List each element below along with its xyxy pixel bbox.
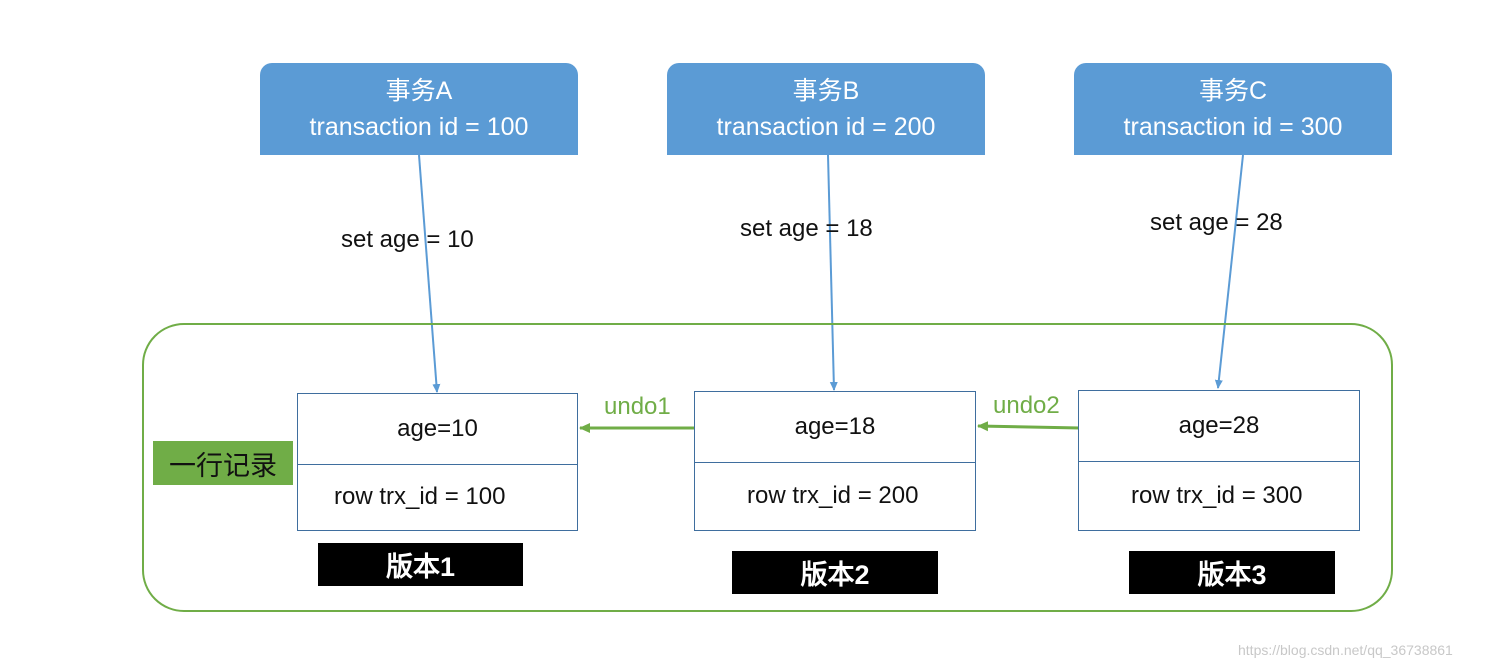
watermark: https://blog.csdn.net/qq_36738861: [1238, 642, 1453, 658]
transaction-c-id: transaction id = 300: [1123, 113, 1343, 141]
version2-label: 版本2: [732, 551, 938, 594]
record-version2: age=18 row trx_id = 200: [694, 391, 976, 531]
transaction-b-id: transaction id = 200: [716, 113, 936, 141]
set-age-c-label: set age = 28: [1150, 209, 1283, 236]
arrow-c-to-version3: [1214, 154, 1244, 389]
undo2-arrow: [977, 421, 1081, 432]
record-version3: age=28 row trx_id = 300: [1078, 390, 1360, 531]
record-version3-trx: row trx_id = 300: [1131, 481, 1303, 509]
record-version3-value: age=28: [1079, 391, 1359, 462]
transaction-c-name: 事务C: [1198, 77, 1268, 105]
version3-label: 版本3: [1129, 551, 1335, 594]
arrow-a-to-version1: [418, 154, 441, 393]
transaction-a-id: transaction id = 100: [309, 113, 529, 141]
transaction-b-name: 事务B: [792, 77, 860, 105]
transaction-a-name: 事务A: [385, 77, 453, 105]
arrow-b-to-version2: [827, 154, 838, 391]
record-version1-trx: row trx_id = 100: [334, 483, 506, 510]
transaction-a-box: 事务A transaction id = 100: [260, 63, 578, 155]
version1-label: 版本1: [318, 543, 523, 586]
record-version1: age=10 row trx_id = 100: [297, 393, 578, 531]
record-version2-trx: row trx_id = 200: [747, 482, 919, 509]
row-record-label: 一行记录: [153, 441, 293, 485]
set-age-a-label: set age = 10: [341, 226, 474, 253]
undo1-label: undo1: [604, 393, 671, 420]
record-version1-value: age=10: [298, 394, 577, 465]
transaction-b-box: 事务B transaction id = 200: [667, 63, 985, 155]
row-record-container: [142, 323, 1393, 612]
undo2-label: undo2: [993, 392, 1060, 419]
transaction-c-box: 事务C transaction id = 300: [1074, 63, 1392, 155]
set-age-b-label: set age = 18: [740, 215, 873, 242]
record-version2-value: age=18: [695, 392, 975, 463]
